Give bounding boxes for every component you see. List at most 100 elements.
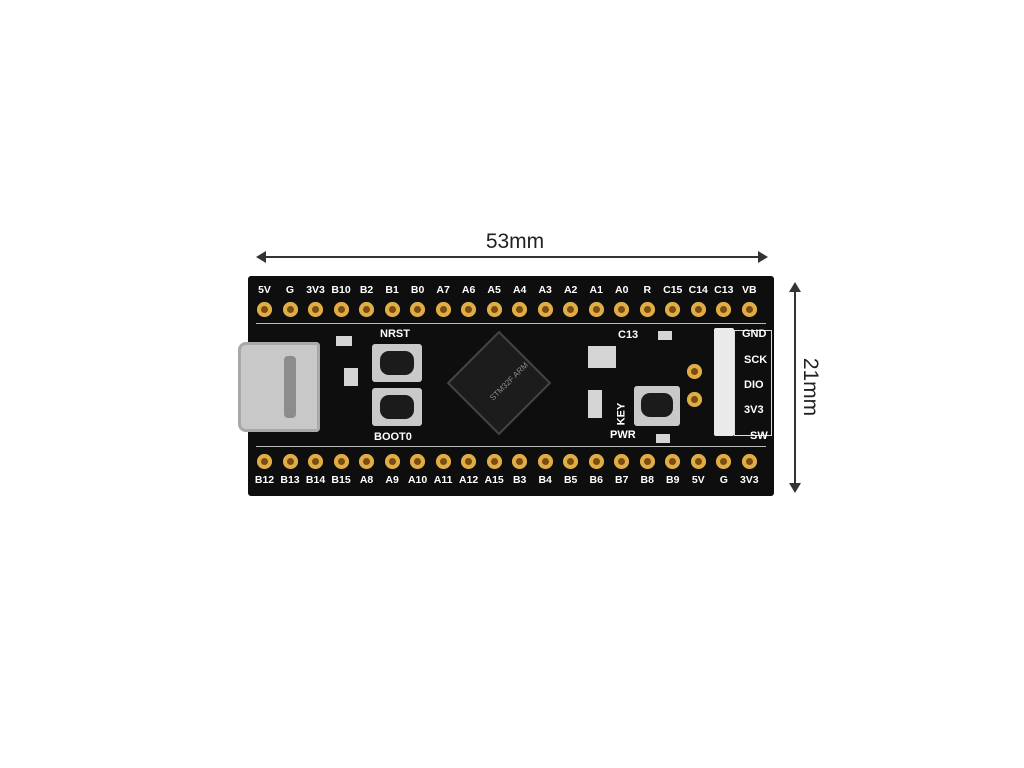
pin-label: B10 — [331, 284, 351, 296]
pin-label: C15 — [663, 284, 683, 296]
pin-pad — [486, 302, 502, 317]
pin-label: A4 — [512, 284, 527, 296]
swd-pad — [687, 364, 702, 379]
pin-label: G — [719, 474, 728, 486]
pin-label: B15 — [331, 474, 351, 486]
pin-pad — [410, 302, 426, 317]
led-c13 — [658, 331, 672, 340]
pin-pad — [665, 454, 681, 469]
pin-pad — [308, 302, 324, 317]
height-dimension-arrow — [789, 282, 801, 493]
pin-pad — [435, 454, 451, 469]
pin-label: B12 — [254, 474, 275, 486]
pin-label: A10 — [407, 474, 428, 486]
top-pin-row — [252, 302, 762, 317]
pin-pad — [308, 454, 324, 469]
top-pin-labels: 5V G 3V3 B10 B2 B1 B0 A7 A6 A5 A4 A3 A2 … — [252, 284, 762, 296]
pin-label: 5V — [258, 284, 271, 296]
pin-pad — [333, 302, 349, 317]
swd-sw-label: SW — [750, 430, 768, 442]
pin-label: B7 — [615, 474, 629, 486]
height-dimension-label: 21mm — [799, 357, 822, 417]
pin-pad — [359, 302, 375, 317]
pin-label: A1 — [589, 284, 603, 296]
pcb-board: 5V G 3V3 B10 B2 B1 B0 A7 A6 A5 A4 A3 A2 … — [238, 276, 774, 496]
c13-label: C13 — [618, 329, 639, 341]
pin-label: A8 — [359, 474, 374, 486]
pin-pad — [410, 454, 426, 469]
key-label: KEY — [615, 402, 628, 426]
pin-pad — [461, 454, 477, 469]
smd-component — [344, 368, 358, 386]
swd-dio-label: DIO — [744, 379, 764, 391]
swd-silk-box — [734, 330, 772, 436]
pin-label: B0 — [410, 284, 425, 296]
pin-label: A6 — [461, 284, 476, 296]
pin-label: A7 — [436, 284, 450, 296]
led-pwr — [656, 434, 670, 443]
pin-pad — [333, 454, 349, 469]
bottom-pin-labels: B12 B13 B14 B15 A8 A9 A10 A11 A12 A15 B3… — [252, 474, 762, 486]
pin-pad — [741, 302, 757, 317]
pin-label: G — [285, 284, 295, 296]
pin-pad — [257, 454, 272, 469]
pin-label: A15 — [484, 474, 504, 486]
pin-label: B13 — [280, 474, 300, 486]
pin-label: B4 — [538, 474, 552, 486]
mcu-chip — [446, 330, 552, 436]
bottom-pin-row — [252, 454, 762, 469]
pin-pad — [716, 454, 732, 469]
pin-pad — [537, 302, 553, 317]
pin-label: B6 — [589, 474, 603, 486]
pin-label: B3 — [512, 474, 527, 486]
pwr-label: PWR — [610, 429, 636, 441]
pin-pad — [512, 454, 528, 469]
pin-pad — [665, 302, 681, 317]
swd-header — [714, 328, 734, 436]
pin-label: 3V3 — [306, 284, 325, 296]
pin-label: A11 — [433, 474, 453, 486]
pin-label: 5V — [691, 474, 705, 486]
pin-label: A3 — [538, 284, 552, 296]
swd-sck-label: SCK — [744, 354, 768, 366]
pin-label: A5 — [487, 284, 501, 296]
pin-pad — [741, 454, 757, 469]
pin-label: A0 — [615, 284, 629, 296]
pin-label: B1 — [385, 284, 399, 296]
pin-pad — [563, 302, 579, 317]
pin-label: A12 — [458, 474, 479, 486]
pin-pad — [563, 454, 579, 469]
swd-3v3-label: 3V3 — [744, 404, 764, 416]
pin-pad — [537, 454, 553, 469]
pin-pad — [384, 454, 400, 469]
swd-gnd-label: GND — [742, 328, 767, 340]
pin-label: R — [643, 284, 652, 296]
pin-pad — [690, 302, 706, 317]
nrst-button — [372, 344, 422, 382]
pin-pad — [257, 302, 272, 317]
pin-pad — [461, 302, 477, 317]
pin-pad — [282, 454, 298, 469]
pin-label: C13 — [714, 284, 734, 296]
pin-label: 3V3 — [739, 474, 759, 486]
pin-label: A9 — [385, 474, 399, 486]
smd-component — [588, 390, 602, 418]
silkscreen-line-top — [256, 323, 766, 324]
pin-pad — [282, 302, 298, 317]
key-button — [634, 386, 680, 426]
boot0-button — [372, 388, 422, 426]
pin-pad — [614, 302, 630, 317]
pin-pad — [690, 454, 706, 469]
silkscreen-line-bottom — [256, 446, 766, 447]
pin-label: C14 — [688, 284, 708, 296]
boot0-label: BOOT0 — [374, 431, 412, 443]
pin-label: B2 — [359, 284, 374, 296]
pin-pad — [435, 302, 451, 317]
pin-label: B9 — [666, 474, 680, 486]
pin-pad — [588, 302, 604, 317]
pin-pad — [614, 454, 630, 469]
pin-label: B8 — [640, 474, 654, 486]
crystal — [588, 346, 616, 368]
pin-label: B5 — [563, 474, 578, 486]
pin-pad — [639, 302, 655, 317]
